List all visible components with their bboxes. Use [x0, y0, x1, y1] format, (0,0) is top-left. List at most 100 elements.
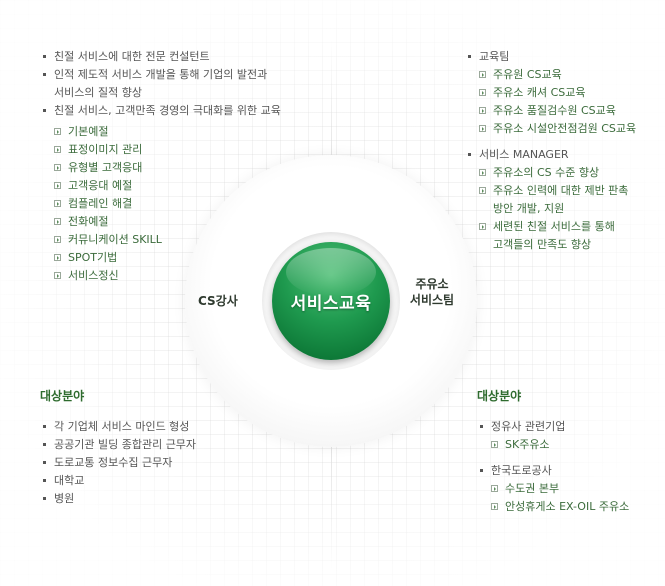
- group-title: 정유사 관련기업: [491, 420, 566, 433]
- sub-item-text: 기본예절: [68, 125, 109, 138]
- list-item: 정유사 관련기업: [477, 418, 662, 436]
- arrow-box-icon: [479, 169, 486, 176]
- item-text: 인적 제도적 서비스 개발을 통해 기업의 발전과: [54, 68, 268, 81]
- bullet-icon: [480, 425, 483, 428]
- item-text: 각 기업체 서비스 마인드 형성: [54, 420, 190, 433]
- sub-list-item: 표정이미지 관리: [40, 141, 325, 159]
- arrow-box-icon: [479, 107, 486, 114]
- sub-list-item: 전화예절: [40, 213, 325, 231]
- arrow-box-icon: [479, 89, 486, 96]
- sub-list-item: 고객응대 예절: [40, 177, 325, 195]
- list-item: 병원: [40, 490, 300, 508]
- sub-list-item: 주유소 캐셔 CS교육: [465, 84, 660, 102]
- bullet-icon: [468, 55, 471, 58]
- bullet-icon: [43, 109, 46, 112]
- sub-item-text: 수도권 본부: [505, 482, 560, 495]
- arrow-box-icon: [491, 441, 498, 448]
- arrow-box-icon: [479, 71, 486, 78]
- arrow-box-icon: [479, 187, 486, 194]
- label-cs-instructor: CS강사: [198, 294, 238, 308]
- list-item: 친절 서비스에 대한 전문 컨설턴트: [40, 48, 325, 66]
- bullet-icon: [43, 443, 46, 446]
- arrow-box-icon: [479, 125, 486, 132]
- bullet-icon: [43, 425, 46, 428]
- sub-list-item: 주유원 CS교육: [465, 66, 660, 84]
- sub-item-text: 주유소 인력에 대한 제반 판촉: [493, 184, 629, 197]
- top-left-panel: 친절 서비스에 대한 전문 컨설턴트 인적 제도적 서비스 개발을 통해 기업의…: [40, 48, 325, 285]
- section-heading: 대상분야: [40, 389, 85, 403]
- group-title: 한국도로공사: [491, 464, 552, 477]
- sub-item-text: 컴플레인 해결: [68, 197, 133, 210]
- list-item: 인적 제도적 서비스 개발을 통해 기업의 발전과: [40, 66, 325, 84]
- arrow-box-icon: [491, 485, 498, 492]
- sub-item-text: 주유원 CS교육: [493, 68, 562, 81]
- sub-list-item: 커뮤니케이션 SKILL: [40, 231, 325, 249]
- list-item: 대학교: [40, 472, 300, 490]
- sub-list-item: 주유소 인력에 대한 제반 판촉: [465, 182, 660, 200]
- sub-list-item: SK주유소: [477, 436, 662, 454]
- bullet-icon: [468, 153, 471, 156]
- item-text: 도로교통 정보수집 근무자: [54, 456, 173, 469]
- list-item: 도로교통 정보수집 근무자: [40, 454, 300, 472]
- sub-item-text: 안성휴게소 EX-OIL 주유소: [505, 500, 630, 513]
- list-item: 친절 서비스, 고객만족 경영의 극대화를 위한 교육: [40, 102, 325, 120]
- bullet-icon: [43, 497, 46, 500]
- center-label: 서비스교육: [290, 293, 372, 314]
- bullet-icon: [43, 461, 46, 464]
- sub-list-item: 서비스정신: [40, 267, 325, 285]
- sub-item-text: 전화예절: [68, 215, 109, 228]
- label-right-line-2: 서비스팀: [409, 293, 455, 307]
- sub-item-text-continued: 고객들의 만족도 향상: [493, 238, 592, 251]
- group-title: 교육팀: [479, 50, 510, 63]
- bottom-left-panel: 대상분야 각 기업체 서비스 마인드 형성 공공기관 빌딩 종합관리 근무자 도…: [40, 387, 300, 508]
- sub-item-text: 주유소 시설안전점검원 CS교육: [493, 122, 637, 135]
- sub-list-item: 주유소 품질검수원 CS교육: [465, 102, 660, 120]
- sub-list-item: 세련된 친절 서비스를 통해: [465, 218, 660, 236]
- list-item: 공공기관 빌딩 종합관리 근무자: [40, 436, 300, 454]
- arrow-box-icon: [54, 128, 61, 135]
- arrow-box-icon: [54, 254, 61, 261]
- arrow-box-icon: [54, 182, 61, 189]
- item-text-continued: 서비스의 질적 향상: [54, 86, 142, 99]
- sub-item-text: 세련된 친절 서비스를 통해: [493, 220, 615, 233]
- sub-list-item: 유형별 고객응대: [40, 159, 325, 177]
- arrow-box-icon: [54, 200, 61, 207]
- item-text: 친절 서비스에 대한 전문 컨설턴트: [54, 50, 210, 63]
- bullet-icon: [43, 55, 46, 58]
- bullet-icon: [43, 479, 46, 482]
- arrow-box-icon: [54, 164, 61, 171]
- arrow-box-icon: [479, 223, 486, 230]
- sub-list-item: 주유소의 CS 수준 향상: [465, 164, 660, 182]
- list-item: 서비스 MANAGER: [465, 146, 660, 164]
- sub-list-item: 주유소 시설안전점검원 CS교육: [465, 120, 660, 138]
- bullet-icon: [480, 469, 483, 472]
- arrow-box-icon: [491, 503, 498, 510]
- sub-item-text: 주유소의 CS 수준 향상: [493, 166, 600, 179]
- sub-item-text: 주유소 품질검수원 CS교육: [493, 104, 616, 117]
- top-right-panel: 교육팀 주유원 CS교육 주유소 캐셔 CS교육 주유소 품질검수원 CS교육 …: [465, 48, 660, 254]
- item-text: 공공기관 빌딩 종합관리 근무자: [54, 438, 197, 451]
- arrow-box-icon: [54, 218, 61, 225]
- sub-item-text: SPOT기법: [68, 251, 118, 264]
- sub-list-item: SPOT기법: [40, 249, 325, 267]
- center-button-service-education[interactable]: 서비스교육: [272, 242, 390, 360]
- group-title: 서비스 MANAGER: [479, 148, 569, 161]
- arrow-box-icon: [54, 272, 61, 279]
- sub-list-item: 기본예절: [40, 123, 325, 141]
- sub-list-item: 수도권 본부: [477, 480, 662, 498]
- sub-item-text-continued: 방안 개발, 지원: [493, 202, 565, 215]
- arrow-box-icon: [54, 146, 61, 153]
- item-text: 대학교: [54, 474, 85, 487]
- item-text: 친절 서비스, 고객만족 경영의 극대화를 위한 교육: [54, 104, 281, 117]
- bottom-right-panel: 대상분야 정유사 관련기업 SK주유소 한국도로공사 수도권 본부 안성휴게소 …: [477, 387, 662, 516]
- sub-item-text: SK주유소: [505, 438, 550, 451]
- bullet-icon: [43, 73, 46, 76]
- sub-item-text: 커뮤니케이션 SKILL: [68, 233, 162, 246]
- section-heading: 대상분야: [477, 389, 522, 403]
- label-right-line-1: 주유소: [415, 277, 449, 291]
- sub-list-item: 컴플레인 해결: [40, 195, 325, 213]
- label-gas-station-service-team: 주유소 서비스팀: [406, 276, 458, 308]
- arrow-box-icon: [54, 236, 61, 243]
- list-item: 교육팀: [465, 48, 660, 66]
- sub-item-text: 서비스정신: [68, 269, 119, 282]
